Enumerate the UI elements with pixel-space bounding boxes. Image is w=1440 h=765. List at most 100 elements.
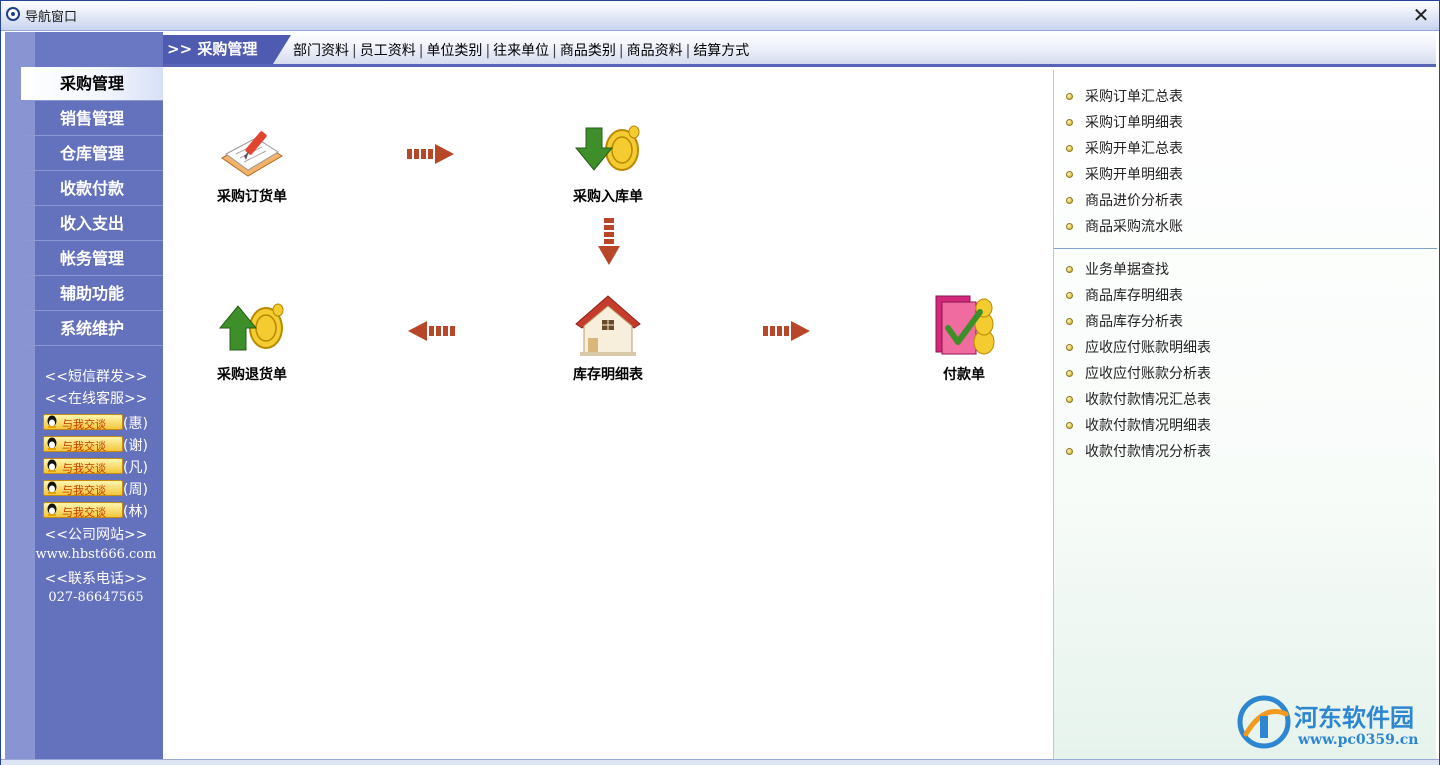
report-item-label: 商品采购流水账	[1085, 219, 1183, 235]
report-item[interactable]: 收款付款情况分析表	[1066, 439, 1211, 465]
bullet-icon	[1066, 196, 1073, 204]
report-item-label: 商品库存分析表	[1085, 314, 1183, 330]
sidebar-item-purchase[interactable]: 采购管理	[21, 67, 163, 101]
purchase-return-label: 采购退货单	[217, 367, 287, 383]
tab-separator: |	[685, 43, 691, 59]
report-item[interactable]: 业务单据查找	[1066, 257, 1211, 283]
arrow-left-icon	[408, 321, 455, 341]
purchase-receipt-node[interactable]: 采购入库单	[543, 120, 673, 206]
bullet-icon	[1066, 144, 1073, 152]
inventory-detail-label: 库存明细表	[573, 367, 643, 383]
online-service-link[interactable]: <<在线客服>>	[44, 391, 148, 407]
report-item[interactable]: 应收应付账款明细表	[1066, 335, 1211, 361]
qq-chat-button[interactable]: 与我交谈	[43, 458, 123, 475]
report-item-label: 商品进价分析表	[1085, 193, 1183, 209]
purchase-return-icon	[218, 303, 284, 351]
sidebar-item-receipts-payments[interactable]: 收款付款	[21, 172, 163, 206]
purchase-order-icon	[221, 131, 283, 177]
bottom-border	[1, 759, 1439, 765]
report-item[interactable]: 采购开单明细表	[1066, 162, 1183, 188]
tab-department-data[interactable]: 部门资料	[293, 43, 349, 59]
qq-chat-label: 与我交谈	[62, 506, 106, 519]
window-title: 导航窗口	[25, 10, 78, 25]
workflow-area: 采购订货单 采购入库单 采购退货	[163, 70, 1053, 759]
qq-penguin-icon	[47, 503, 57, 516]
top-nav-bar: >> 采购管理 部门资料|员工资料|单位类别|往来单位|商品类别|商品资料|结算…	[163, 32, 1436, 67]
sidebar-item-warehouse[interactable]: 仓库管理	[21, 137, 163, 171]
sidebar-item-system[interactable]: 系统维护	[21, 312, 163, 346]
report-item[interactable]: 应收应付账款分析表	[1066, 361, 1211, 387]
report-item[interactable]: 收款付款情况明细表	[1066, 413, 1211, 439]
qq-contact-name: (周)	[123, 482, 148, 498]
report-item[interactable]: 收款付款情况汇总表	[1066, 387, 1211, 413]
sidebar-item-accounts[interactable]: 帐务管理	[21, 242, 163, 276]
tab-product-category[interactable]: 商品类别	[559, 43, 616, 59]
watermark-logo-icon	[1237, 695, 1291, 749]
contact-phone: 027-86647565	[48, 590, 144, 605]
qq-chat-label: 与我交谈	[62, 462, 106, 475]
report-item[interactable]: 商品采购流水账	[1066, 214, 1183, 240]
bullet-icon	[1066, 118, 1073, 126]
payment-icon	[935, 295, 995, 355]
tab-settlement-method[interactable]: 结算方式	[693, 43, 750, 59]
payment-node[interactable]: 付款单	[899, 294, 1029, 384]
report-item-label: 采购开单汇总表	[1085, 141, 1183, 157]
bullet-icon	[1066, 170, 1073, 178]
bullet-icon	[1066, 265, 1073, 273]
sidebar-item-income-expense[interactable]: 收入支出	[21, 207, 163, 241]
qq-contact-name: (惠)	[123, 416, 148, 432]
report-item[interactable]: 采购订单汇总表	[1066, 84, 1183, 110]
top-nav-links: 部门资料|员工资料|单位类别|往来单位|商品类别|商品资料|结算方式	[293, 40, 749, 60]
sidebar-item-sales[interactable]: 销售管理	[21, 102, 163, 136]
qq-contact-row: 与我交谈 (谢)	[43, 434, 163, 454]
company-site-url[interactable]: www.hbst666.com	[35, 547, 157, 562]
company-site-label: <<公司网站>>	[44, 527, 148, 543]
qq-chat-label: 与我交谈	[62, 440, 106, 453]
report-item-label: 应收应付账款分析表	[1085, 366, 1211, 382]
qq-contact-name: (凡)	[123, 460, 148, 476]
tab-product-data[interactable]: 商品资料	[626, 43, 683, 59]
purchase-receipt-label: 采购入库单	[573, 189, 643, 205]
sidebar-item-auxiliary[interactable]: 辅助功能	[21, 277, 163, 311]
qq-penguin-icon	[47, 415, 57, 428]
report-panel: 采购订单汇总表 采购订单明细表 采购开单汇总表 采购开单明细表 商品进价分析表 …	[1053, 70, 1437, 759]
close-button[interactable]: ✕	[1411, 4, 1431, 26]
tab-separator: |	[418, 43, 424, 59]
qq-chat-button[interactable]: 与我交谈	[43, 436, 123, 453]
qq-penguin-icon	[47, 481, 57, 494]
tab-partner-units[interactable]: 往来单位	[493, 43, 550, 59]
watermark-name: 河东软件园	[1294, 703, 1414, 732]
report-item[interactable]: 采购订单明细表	[1066, 110, 1183, 136]
report-item-label: 收款付款情况汇总表	[1085, 392, 1211, 408]
arrow-right-icon	[407, 144, 454, 164]
inventory-detail-node[interactable]: 库存明细表	[543, 294, 673, 384]
qq-chat-button[interactable]: 与我交谈	[43, 480, 123, 497]
report-item[interactable]: 商品库存明细表	[1066, 283, 1211, 309]
purchase-order-node[interactable]: 采购订货单	[187, 120, 317, 206]
tab-separator: |	[485, 43, 491, 59]
contact-phone-label: <<联系电话>>	[44, 571, 148, 587]
bullet-icon	[1066, 291, 1073, 299]
purchase-return-node[interactable]: 采购退货单	[187, 298, 317, 384]
qq-chat-button[interactable]: 与我交谈	[43, 502, 123, 519]
qq-contact-name: (谢)	[123, 438, 148, 454]
current-section-tab: >> 采购管理	[163, 35, 291, 64]
sms-link[interactable]: <<短信群发>>	[44, 369, 148, 385]
tab-unit-category[interactable]: 单位类别	[426, 43, 483, 59]
bullet-icon	[1066, 395, 1073, 403]
arrow-right-icon	[763, 321, 810, 341]
report-item[interactable]: 商品库存分析表	[1066, 309, 1211, 335]
report-list-general: 业务单据查找 商品库存明细表 商品库存分析表 应收应付账款明细表 应收应付账款分…	[1066, 257, 1211, 465]
report-item[interactable]: 商品进价分析表	[1066, 188, 1183, 214]
qq-contact-row: 与我交谈 (周)	[43, 478, 163, 498]
report-item[interactable]: 采购开单汇总表	[1066, 136, 1183, 162]
purchase-order-label: 采购订货单	[217, 189, 287, 205]
tab-employee-data[interactable]: 员工资料	[359, 43, 416, 59]
qq-contact-name: (林)	[123, 504, 148, 520]
payment-label: 付款单	[943, 367, 985, 383]
qq-contact-row: 与我交谈 (林)	[43, 500, 163, 520]
qq-penguin-icon	[47, 459, 57, 472]
watermark-url: www.pc0359.cn	[1298, 732, 1419, 748]
bullet-icon	[1066, 92, 1073, 100]
qq-chat-button[interactable]: 与我交谈	[43, 414, 123, 431]
